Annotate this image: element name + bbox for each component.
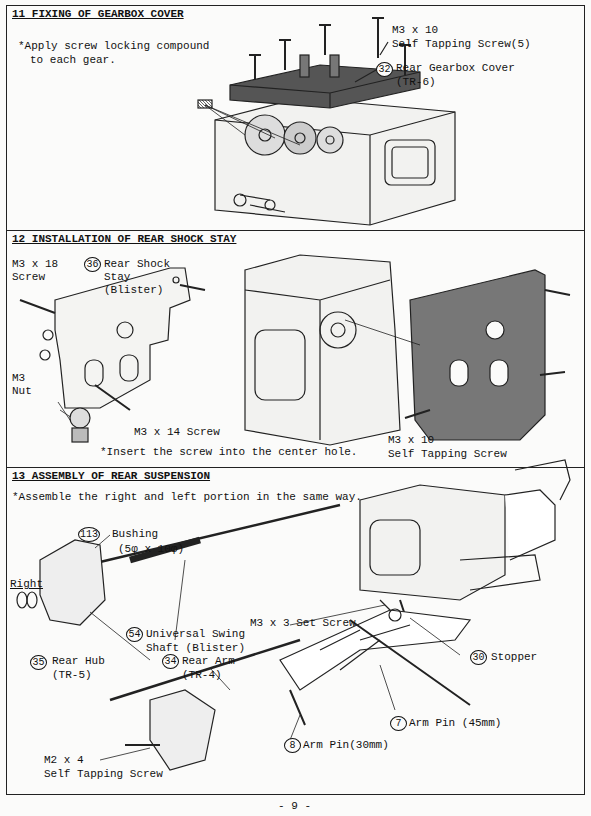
part-label: - 9 -: [278, 800, 311, 813]
part-label: (Blister): [104, 284, 163, 297]
part-label: Right: [10, 578, 43, 591]
part-label: Rear Gearbox Cover: [396, 62, 515, 75]
part-label: *Apply screw locking compound: [18, 40, 209, 53]
part-label: (TR-6): [396, 76, 436, 89]
part-label: Stay: [104, 271, 130, 284]
part-label: Universal Swing: [146, 628, 245, 641]
part-label: M3 x 10: [392, 24, 438, 37]
callout-number: 8: [284, 738, 301, 753]
section-heading: 12 INSTALLATION OF REAR SHOCK STAY: [12, 233, 236, 245]
part-label: M3 x 10: [388, 434, 434, 447]
part-label: M3: [12, 372, 25, 385]
part-label: Bushing: [112, 528, 158, 541]
callout-number: 34: [162, 654, 179, 669]
callout-number: 36: [84, 257, 101, 272]
callout-number: 7: [390, 716, 407, 731]
section-heading: 13 ASSEMBLY OF REAR SUSPENSION: [12, 470, 210, 482]
part-label: Self Tapping Screw: [44, 768, 163, 781]
part-label: to each gear.: [30, 54, 116, 67]
part-label: M3 x 14 Screw: [134, 426, 220, 439]
part-label: Shaft (Blister): [146, 642, 245, 655]
part-label: M2 x 4: [44, 754, 84, 767]
part-label: Self Tapping Screw(5): [392, 38, 531, 51]
part-label: (TR-4): [182, 669, 222, 682]
part-label: Rear Shock: [104, 258, 170, 271]
part-label: Arm Pin(30mm): [303, 739, 389, 752]
part-label: *Insert the screw into the center hole.: [100, 446, 357, 459]
part-label: Nut: [12, 385, 32, 398]
callout-number: 113: [78, 527, 100, 542]
rear-suspension-assembly: [17, 460, 570, 770]
part-label: M3 x 18: [12, 258, 58, 271]
callout-number: 35: [30, 655, 47, 670]
section-heading: 11 FIXING OF GEARBOX COVER: [12, 8, 184, 20]
part-label: Rear Arm: [182, 655, 235, 668]
part-label: *Assemble the right and left portion in …: [12, 491, 362, 504]
part-label: Self Tapping Screw: [388, 448, 507, 461]
part-label: Stopper: [491, 651, 537, 664]
part-label: Rear Hub: [52, 655, 105, 668]
part-label: (TR-5): [52, 669, 92, 682]
part-label: (5φ x 10φ): [118, 543, 184, 556]
rear-shock-stay-assembly: [20, 255, 570, 445]
part-label: M3 x 3 Set Screw: [250, 617, 356, 630]
callout-number: 32: [376, 62, 393, 77]
callout-number: 54: [126, 627, 143, 642]
part-label: Screw: [12, 271, 45, 284]
callout-number: 30: [470, 650, 487, 665]
part-label: Arm Pin (45mm): [409, 717, 501, 730]
